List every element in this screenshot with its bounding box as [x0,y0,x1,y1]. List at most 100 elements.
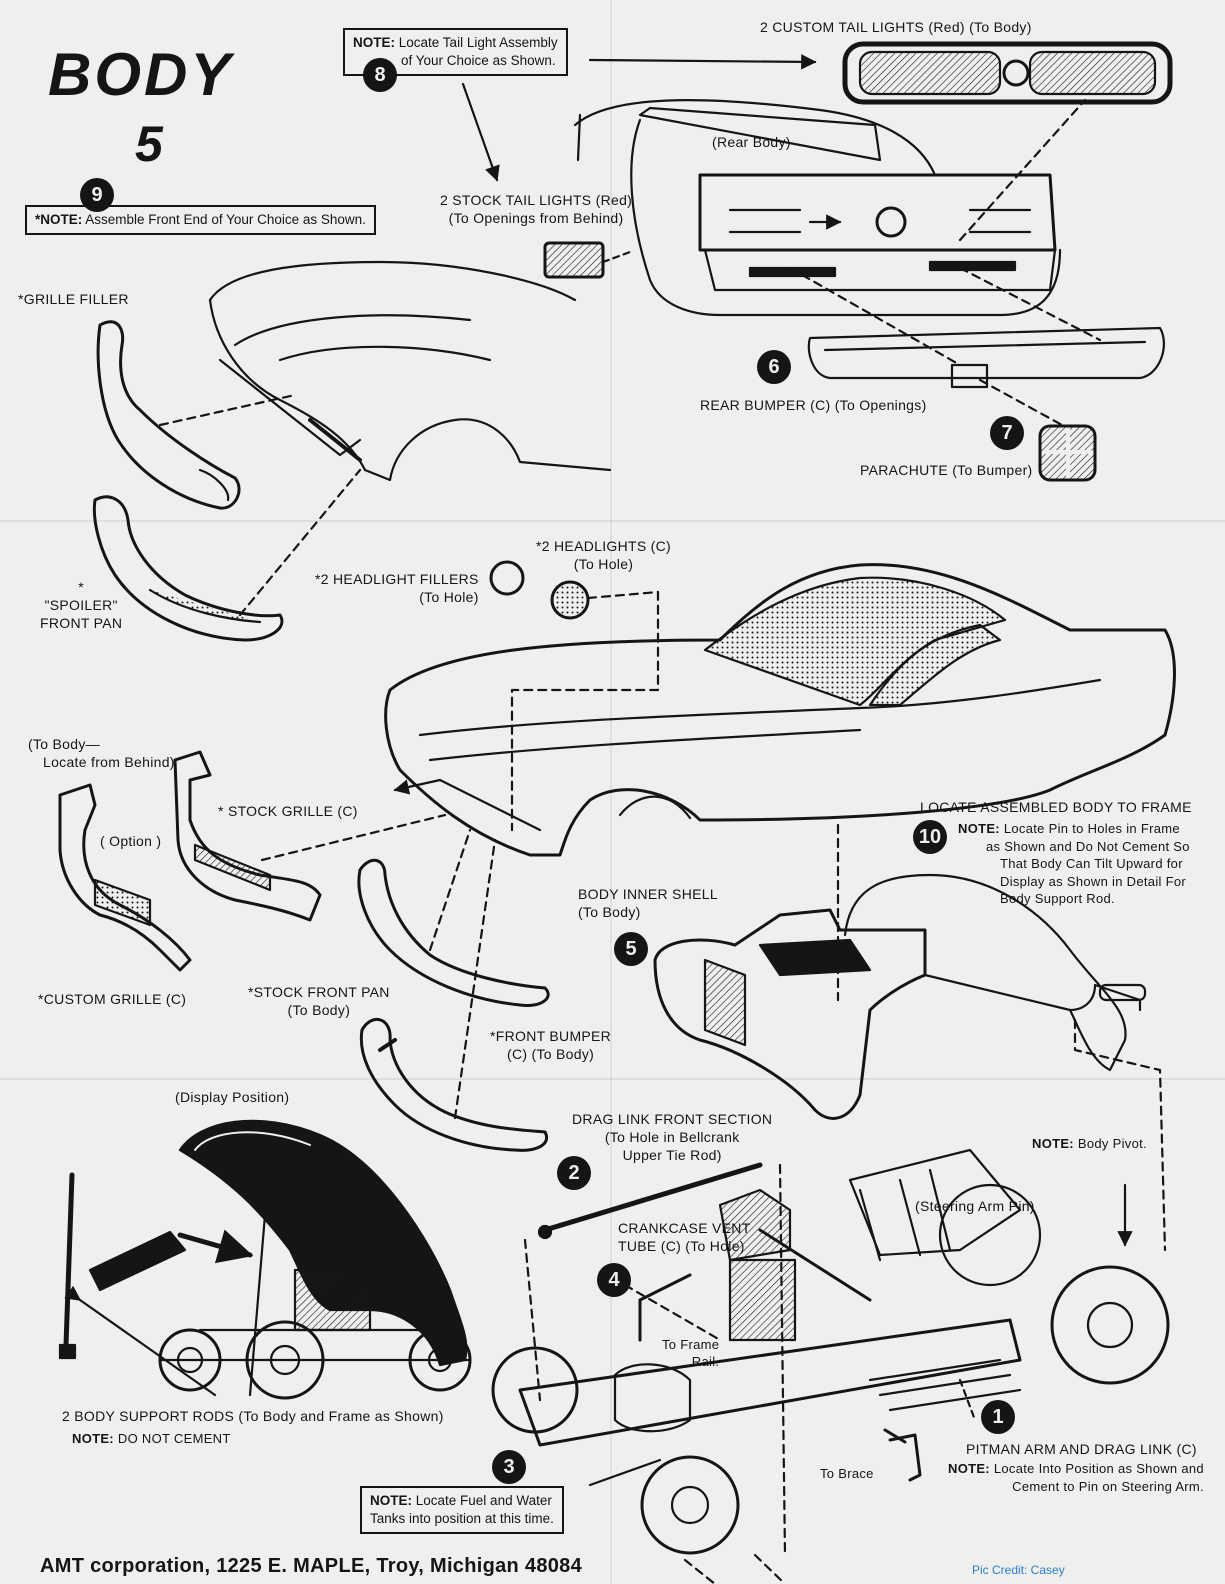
rear-body [573,99,1062,317]
step10-line1: Locate Pin to Holes in Frame [1003,821,1180,836]
paper-fold [0,1078,1225,1080]
step-3-badge: 3 [492,1450,526,1484]
note-label: NOTE: [948,1461,990,1476]
drag-link-line1: DRAG LINK FRONT SECTION [572,1111,773,1127]
front-bumper-line2: (C) (To Body) [506,1046,595,1063]
spoiler-front-pan [92,495,284,642]
stock-front-pan [357,859,550,1008]
front-hood [208,260,612,482]
spoiler-line1: * [78,579,85,595]
stock-front-pan-line1: *STOCK FRONT PAN [248,984,390,1000]
to-frame-line2: Rail. [691,1353,720,1369]
headlights-line1: *2 HEADLIGHTS (C) [536,538,672,554]
step9-note: *NOTE: Assemble Front End of Your Choice… [25,205,376,236]
step10-line5: Body Support Rod. [1000,891,1115,907]
stock-front-pan-label: *STOCK FRONT PAN (To Body) [248,983,390,1019]
display-position-label: (Display Position) [175,1089,290,1105]
step-2-badge: 2 [557,1156,591,1190]
note-label: NOTE: [72,1431,114,1446]
footer-address: AMT corporation, 1225 E. MAPLE, Troy, Mi… [40,1555,583,1577]
support-rods-label: 2 BODY SUPPORT RODS (To Body and Frame a… [62,1408,444,1424]
custom-grille-label: *CUSTOM GRILLE (C) [38,991,187,1007]
step10-line4: Display as Shown in Detail For [1000,873,1187,889]
headlights-label: *2 HEADLIGHTS (C) (To Hole) [536,537,671,573]
step8-note-line1: Locate Tail Light Assembly [398,35,558,50]
pic-credit: Pic Credit: Casey [972,1563,1065,1577]
grille-filler [96,320,241,510]
headlights-line2: (To Hole) [573,556,634,573]
inner-shell-label: BODY INNER SHELL (To Body) [578,885,718,921]
custom-tail-lights-label: 2 CUSTOM TAIL LIGHTS (Red) (To Body) [760,19,1032,35]
to-body-label: (To Body— Locate from Behind) [28,735,175,771]
note-label: NOTE: [370,1493,412,1508]
option-label: ( Option ) [100,833,162,849]
stock-grille-label: * STOCK GRILLE (C) [218,803,358,819]
step10-line3: That Body Can Tilt Upward for [1000,856,1183,872]
step3-note: NOTE: Locate Fuel and Water Tanks into p… [360,1486,564,1535]
spoiler-line2: "SPOILER" [44,597,118,614]
headlight-filler [489,560,525,596]
note-label: *NOTE: [35,212,83,227]
stock-tail-lights-line2: (To Openings from Behind) [448,210,624,227]
support-rods-note-text: DO NOT CEMENT [117,1431,231,1446]
step9-note-text: Assemble Front End of Your Choice as Sho… [85,212,366,227]
step10-line2: as Shown and Do Not Cement So [986,838,1190,854]
to-body-line2: Locate from Behind) [43,754,175,771]
to-frame-line1: To Frame [662,1337,720,1352]
stock-front-pan-line2: (To Body) [287,1002,351,1019]
step10-note: NOTE: Locate Pin to Holes in Frame as Sh… [958,820,1190,908]
stock-grille [173,750,322,922]
locate-body-label: LOCATE ASSEMBLED BODY TO FRAME [920,799,1192,815]
car-body [384,563,1176,857]
stock-tail-light [543,241,605,279]
stock-tail-lights-line1: 2 STOCK TAIL LIGHTS (Red) [440,192,633,208]
parachute-label: PARACHUTE (To Bumper) [860,462,1033,478]
crankcase-label: CRANKCASE VENT TUBE (C) (To Hole) [618,1219,751,1255]
grille-filler-label: *GRILLE FILLER [18,291,129,307]
support-rod [63,1172,75,1348]
headlight-fillers-label: *2 HEADLIGHT FILLERS (To Hole) [315,570,479,606]
stock-tail-lights-label: 2 STOCK TAIL LIGHTS (Red) (To Openings f… [440,191,632,227]
display-position-car [88,1119,472,1400]
step-4-badge: 4 [597,1263,631,1297]
paper-fold [0,520,1225,522]
step-6-badge: 6 [757,350,791,384]
headlight [550,580,590,620]
inner-shell-line1: BODY INNER SHELL [578,886,718,902]
support-rods-note: NOTE: DO NOT CEMENT [72,1431,231,1448]
front-bumper-line1: *FRONT BUMPER [490,1028,612,1044]
custom-grille [58,783,192,972]
body-pivot-text: Body Pivot. [1077,1136,1147,1151]
step1-note-line1: Locate Into Position as Shown and [993,1461,1204,1476]
to-body-line1: (To Body— [28,736,100,752]
note-label: NOTE: [1032,1136,1074,1151]
step-1-badge: 1 [981,1400,1015,1434]
step3-note-line1: Locate Fuel and Water [415,1493,552,1508]
steering-arm-pin-label: (Steering Arm Pin) [915,1198,1035,1214]
chassis [491,1148,1170,1557]
spoiler-line3: FRONT PAN [40,615,123,632]
step8-note-line2: of Your Choice as Shown. [401,53,556,69]
page-title: BODY [48,41,234,108]
to-brace-label: To Brace [820,1466,874,1481]
step-7-badge: 7 [990,416,1024,450]
inner-shell-line2: (To Body) [578,904,641,921]
rear-bumper [807,326,1165,389]
body-number: 5 [135,116,166,172]
step1-note: NOTE: Locate Into Position as Shown and … [948,1460,1204,1496]
headlight-fillers-line2: (To Hole) [419,589,479,606]
drag-link-line2: (To Hole in Bellcrank [604,1129,740,1146]
note-label: NOTE: [353,35,395,50]
drag-link-line3: Upper Tie Rod) [622,1147,722,1164]
headlight-fillers-line1: *2 HEADLIGHT FILLERS [315,571,479,587]
step-5-badge: 5 [614,932,648,966]
crankcase-line2: TUBE (C) (To Hole) [618,1238,745,1255]
note-label: NOTE: [958,821,1000,836]
front-bumper-label: *FRONT BUMPER (C) (To Body) [490,1027,611,1063]
step-10-badge: 10 [913,820,947,854]
to-frame-label: To Frame Rail. [662,1337,719,1371]
rear-body-label: (Rear Body) [712,134,791,150]
drag-link-label: DRAG LINK FRONT SECTION (To Hole in Bell… [572,1110,772,1165]
spoiler-front-pan-label: * "SPOILER" FRONT PAN [40,578,122,633]
